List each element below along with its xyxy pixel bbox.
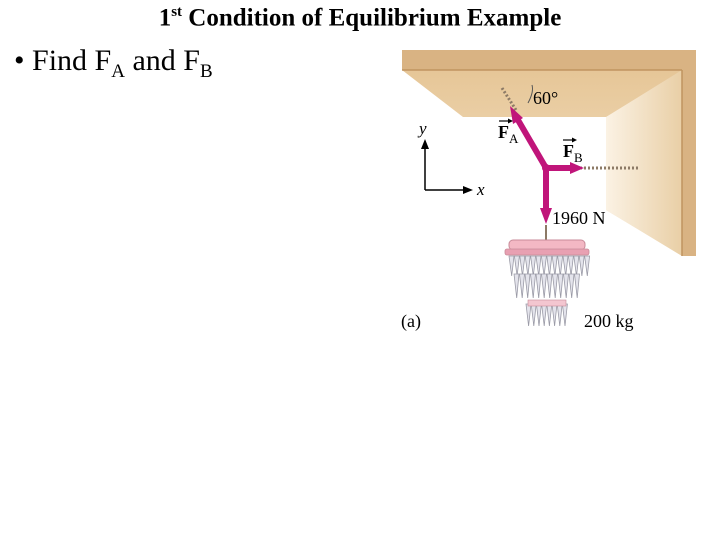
- force-b-vector-tip: [572, 137, 577, 143]
- chandelier-image: [504, 239, 591, 327]
- knot-point: [542, 164, 550, 172]
- force-a-label: FA: [498, 122, 519, 146]
- slide-title: 1st Condition of Equilibrium Example: [0, 4, 720, 32]
- weight-label: 1960 N: [552, 208, 606, 228]
- bullet-item: • Find FA and FB: [14, 44, 213, 83]
- rope-a: [500, 87, 518, 111]
- title-rest: Condition of Equilibrium Example: [182, 4, 562, 32]
- title-prefix: 1: [158, 4, 172, 32]
- angle-arc: [527, 84, 533, 104]
- force-a-arrow-shaft: [515, 118, 549, 170]
- bullet-text-and: and F: [124, 44, 200, 77]
- weight-arrowhead: [540, 208, 552, 224]
- panel-label: (a): [401, 311, 421, 332]
- force-a-arrowhead: [510, 106, 523, 124]
- mass-label: 200 kg: [584, 311, 634, 331]
- bullet-sub-b: B: [199, 61, 213, 82]
- bullet-marker: •: [14, 44, 25, 77]
- force-b-label: FB: [563, 141, 583, 165]
- bullet-sub-a: A: [111, 61, 125, 82]
- force-vectors: [510, 106, 584, 224]
- bullet-text-find: Find F: [32, 44, 112, 77]
- angle-label: 60°: [533, 88, 558, 108]
- coordinate-axes: [421, 139, 473, 194]
- axis-y-label: y: [417, 119, 427, 138]
- title-superscript: st: [171, 4, 183, 20]
- force-b-arrowhead: [570, 162, 584, 174]
- axis-x-label: x: [476, 180, 485, 199]
- force-a-vector-tip: [508, 118, 513, 124]
- ceiling-wall: [402, 50, 696, 256]
